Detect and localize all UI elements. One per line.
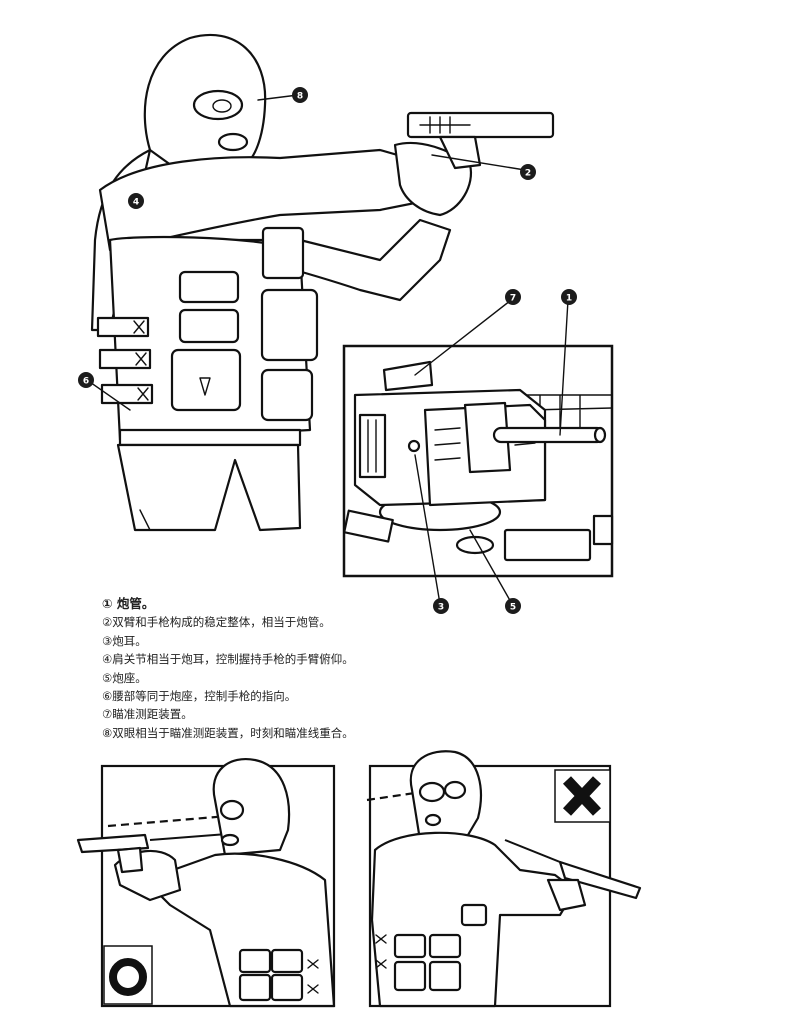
legend-item-6: ⑥腰部等同于炮座，控制手枪的指向。 [102, 689, 297, 704]
shooter-figure [90, 33, 555, 532]
legend-item-8: ⑧双眼相当于瞄准测距装置，时刻和瞄准线重合。 [102, 725, 354, 740]
callout-5: 5 [505, 598, 521, 614]
legend-item-7: ⑦瞄准测距装置。 [102, 707, 193, 722]
callout-3: 3 [433, 598, 449, 614]
svg-text:4: 4 [133, 198, 139, 208]
x-wrong-icon [562, 776, 602, 816]
wrong-stance-panel [366, 750, 642, 1008]
legend-item-1: ① 炮管。 [102, 596, 155, 611]
legend-item-4: ④肩关节相当于炮耳，控制握持手枪的手臂俯仰。 [102, 652, 354, 667]
callout-2: 2 [520, 164, 536, 180]
svg-text:6: 6 [83, 377, 89, 387]
svg-text:7: 7 [510, 294, 516, 304]
svg-text:2: 2 [525, 169, 531, 179]
svg-text:8: 8 [297, 92, 303, 102]
vest-strap-marks [96, 316, 154, 405]
callout-8: 8 [292, 87, 308, 103]
circle-correct-icon [109, 958, 147, 996]
legend-item-5: ⑤炮座。 [102, 670, 147, 685]
correct-stance-panel [76, 757, 336, 1008]
legend-item-3: ③炮耳。 [102, 633, 147, 648]
legend-item-2: ②双臂和手枪构成的稳定整体，相当于炮管。 [102, 615, 331, 630]
callout-leaders [86, 94, 569, 605]
callout-1: 1 [561, 289, 577, 305]
svg-text:3: 3 [438, 603, 444, 613]
svg-text:5: 5 [510, 603, 516, 613]
legend-list: ① 炮管。 ②双臂和手枪构成的稳定整体，相当于炮管。 ③炮耳。 ④肩关节相当于炮… [102, 595, 432, 742]
svg-text:1: 1 [566, 294, 572, 304]
callout-6: 6 [78, 372, 94, 388]
callout-4: 4 [128, 193, 144, 209]
turret-inset [342, 344, 614, 578]
callout-7: 7 [505, 289, 521, 305]
